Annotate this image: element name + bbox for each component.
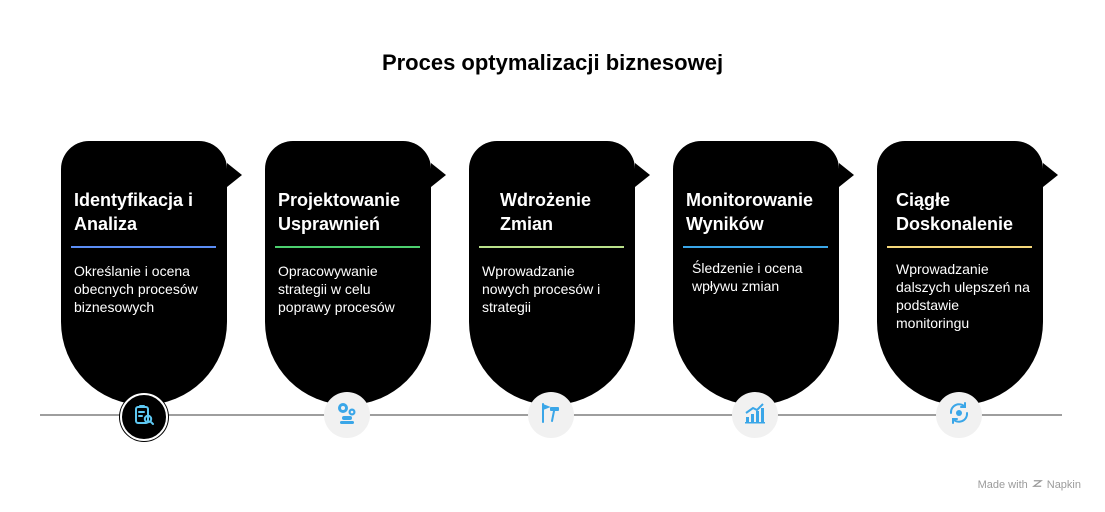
step-description: Wprowadzanie dalszych ulepszeń na podsta… bbox=[896, 261, 1030, 331]
step-description: Śledzenie i ocena wpływu zmian bbox=[692, 260, 803, 294]
step-card-2: Projektowanie Usprawnień Opracowywanie s… bbox=[265, 141, 446, 405]
step-icon-circle-1 bbox=[120, 393, 168, 441]
step-accent-line bbox=[683, 246, 828, 248]
step-description: Opracowywanie strategii w celu poprawy p… bbox=[278, 263, 395, 315]
step-card-3: Wdrożenie Zmian Wprowadzanie nowych proc… bbox=[469, 141, 650, 405]
card-arrow bbox=[227, 163, 242, 187]
step-description: Określanie i ocena obecnych procesów biz… bbox=[74, 263, 198, 315]
step-card-4: Monitorowanie Wyników Śledzenie i ocena … bbox=[673, 141, 854, 405]
bar-chart-growth-icon bbox=[742, 400, 768, 431]
step-title: Wdrożenie Zmian bbox=[500, 190, 592, 234]
clipboard-search-icon bbox=[132, 403, 156, 432]
card-arrow bbox=[839, 163, 854, 187]
hammer-flag-icon bbox=[538, 400, 564, 431]
napkin-brand-label: Napkin bbox=[1046, 479, 1081, 491]
step-icon-circle-5 bbox=[936, 392, 982, 438]
step-title: Identyfikacja i Analiza bbox=[74, 190, 194, 234]
footer-watermark: Made with Napkin bbox=[978, 478, 1081, 492]
gears-person-icon bbox=[334, 400, 360, 431]
made-with-label: Made with bbox=[977, 479, 1028, 491]
step-accent-line bbox=[71, 246, 216, 248]
step-icon-circle-4 bbox=[732, 392, 778, 438]
card-arrow bbox=[635, 163, 650, 187]
card-arrow bbox=[1043, 163, 1058, 187]
step-accent-line bbox=[275, 246, 420, 248]
step-title: Projektowanie Usprawnień bbox=[278, 190, 401, 234]
step-icon-circle-3 bbox=[528, 392, 574, 438]
step-title: Monitorowanie Wyników bbox=[686, 190, 813, 234]
step-title: Ciągłe Doskonalenie bbox=[896, 190, 1014, 234]
step-accent-line bbox=[887, 246, 1032, 248]
step-description: Wprowadzanie nowych procesów i strategii bbox=[482, 263, 601, 315]
page-title: Proces optymalizacji biznesowej bbox=[381, 50, 724, 75]
step-accent-line bbox=[479, 246, 624, 248]
napkin-logo-icon bbox=[1031, 478, 1043, 492]
step-card-1: Identyfikacja i Analiza Określanie i oce… bbox=[61, 141, 242, 405]
step-card-5: Ciągłe Doskonalenie Wprowadzanie dalszyc… bbox=[877, 141, 1058, 405]
cycle-gear-icon bbox=[946, 400, 972, 431]
card-arrow bbox=[431, 163, 446, 187]
step-icon-circle-2 bbox=[324, 392, 370, 438]
